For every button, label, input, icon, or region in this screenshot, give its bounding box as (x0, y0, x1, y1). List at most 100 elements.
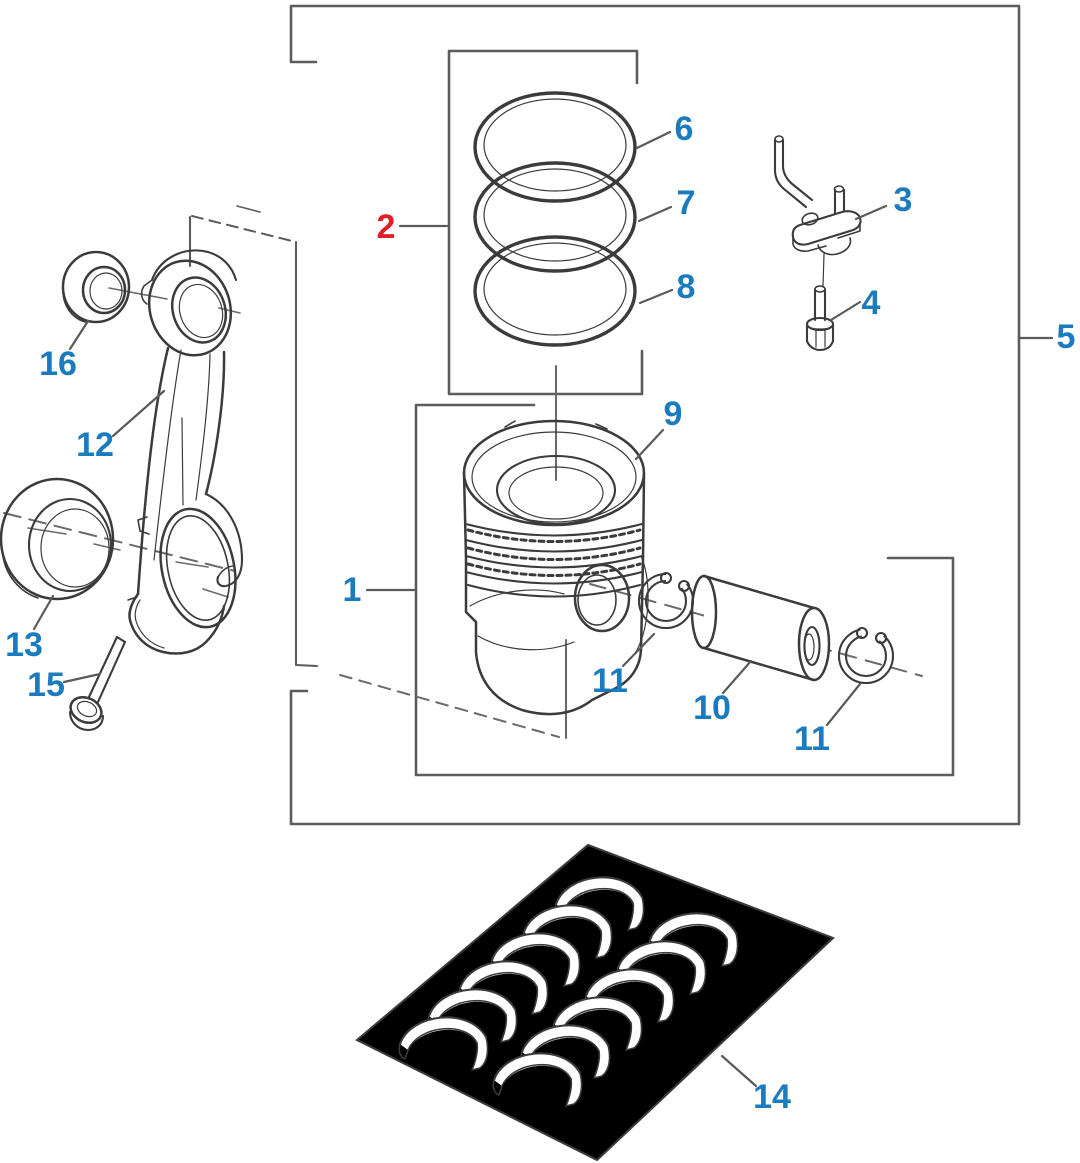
pin-body (702, 574, 816, 682)
callout-label-16: 16 (39, 345, 77, 383)
callout-9: 9 (634, 395, 682, 461)
rod-bearing-wall (2, 555, 39, 599)
callout-2: 2 (377, 208, 449, 246)
leader-line (829, 300, 862, 322)
bushing-wall (62, 290, 86, 323)
pin-bore-outer (573, 563, 631, 633)
oil-ring-outer (473, 235, 637, 347)
piston-group-box (414, 403, 955, 777)
leader-line (32, 594, 55, 631)
top-ring-outer (473, 91, 637, 203)
callout-label-10: 10 (693, 689, 731, 727)
piston-valve-notches (504, 420, 608, 430)
small-end-bushing-drawing (61, 250, 131, 324)
callout-label-3: 3 (894, 181, 913, 219)
callout-label-12: 12 (76, 426, 114, 464)
oil-ring-inner (483, 242, 627, 336)
callout-label-1: 1 (343, 571, 362, 609)
skirt-edge-lower (477, 635, 575, 651)
pin-body-fill (704, 576, 814, 680)
snap-ring-curl-1 (659, 571, 673, 585)
bushing-bore (81, 265, 127, 315)
rod-cap-inner (134, 599, 165, 649)
callouts: 1 2 3 4 5 6 7 8 (5, 110, 1075, 1116)
second-ring-outer (473, 161, 637, 273)
rod-bearing-inner (40, 508, 110, 588)
bolt15-shank (87, 635, 127, 704)
piston-drawing (462, 419, 649, 716)
callout-16: 16 (39, 319, 90, 383)
bolt4-shank (813, 288, 827, 322)
rod-bearing-axis-dashed (3, 512, 236, 572)
bolt4-head-facets (815, 328, 826, 348)
jet-tube-right (781, 138, 814, 202)
jet-boss-lobe (817, 237, 852, 256)
callout-12: 12 (76, 389, 166, 464)
rod-cap-outline (128, 592, 226, 655)
callout-15: 15 (27, 666, 102, 704)
beam-left-notch (137, 516, 150, 535)
leader-line (638, 288, 674, 305)
beam-right-edge (204, 350, 226, 496)
ring-groove-2-hatch (466, 546, 642, 561)
ring-belt-bottom (466, 583, 642, 598)
pin-bore-inner (577, 574, 617, 626)
callout-label-14: 14 (753, 1078, 791, 1116)
ring-groove-4 (464, 570, 644, 585)
skirt-edge-upper (469, 589, 565, 607)
callout-5: 5 (1017, 318, 1075, 356)
ring-groove-3 (464, 554, 644, 569)
callout-13: 13 (5, 594, 55, 664)
callout-label-7: 7 (677, 184, 696, 222)
callout-label-13: 13 (5, 626, 43, 664)
bushing-outer (61, 250, 131, 324)
beam-ridge-left (153, 349, 182, 561)
bolt4-head (805, 324, 835, 352)
ring-groove-2 (464, 538, 644, 553)
piston-silhouette (462, 471, 646, 716)
leader-line (621, 632, 656, 668)
pin-bore-shadow (803, 633, 815, 661)
big-end-far-flank (204, 492, 244, 588)
piston-bowl-inner (508, 466, 604, 520)
callout-14: 14 (720, 1054, 791, 1116)
snap-ring-curl-2 (874, 631, 888, 645)
rod-to-piston-dashed (339, 674, 560, 738)
callout-label-15: 15 (27, 666, 65, 704)
callout-11-left: 11 (592, 632, 656, 700)
oil-jet-drawing (773, 135, 862, 287)
callout-3: 3 (854, 181, 913, 221)
bolt4-collar (805, 316, 835, 332)
callout-8: 8 (638, 268, 695, 306)
bolt15-head-wall (68, 710, 105, 732)
jet-joint (801, 212, 819, 226)
small-end-bore (171, 276, 227, 344)
big-end-center-tick-2 (202, 588, 229, 598)
callout-11-right: 11 (794, 682, 862, 758)
beam-center-line (181, 417, 184, 506)
jet-flange-top (791, 210, 862, 246)
callout-label-6: 6 (675, 110, 694, 148)
leader-line (634, 428, 665, 461)
rod-bearing-outer (0, 477, 115, 601)
snap-ring-right-drawing (837, 612, 895, 685)
outer-assembly-bracket (289, 4, 1021, 826)
callout-1: 1 (343, 571, 416, 609)
snap-ring-gap (666, 559, 698, 601)
snap-ring-gap (857, 612, 894, 656)
pin-left-end (690, 574, 718, 650)
rod-bracket-right-leg (294, 240, 319, 668)
leader-line (635, 130, 672, 150)
piston-rings-drawing (473, 91, 637, 347)
jet-to-bolt-line (822, 253, 825, 287)
bolt15-head-inner (76, 700, 98, 718)
beam-left-edge (136, 346, 170, 596)
pin-boss-edge (635, 555, 649, 653)
rod-small-end-boss (150, 249, 238, 282)
jet-tube-left (773, 138, 808, 209)
callout-label-11: 11 (794, 720, 830, 758)
leader-line (637, 205, 673, 223)
connecting-rod-drawing (127, 249, 244, 655)
callout-6: 6 (635, 110, 694, 150)
jet-stud-top (833, 185, 845, 193)
